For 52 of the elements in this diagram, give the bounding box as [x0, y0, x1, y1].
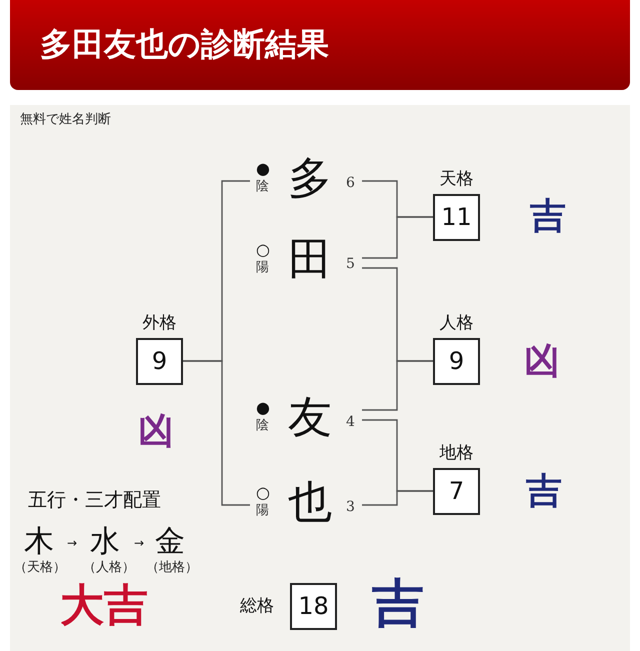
score-box	[433, 468, 480, 515]
score-heading: 総格	[240, 596, 274, 616]
yin-yang-mark: ○	[256, 242, 270, 258]
score-heading: 天格	[438, 169, 474, 189]
score-number: 9	[448, 346, 466, 377]
flow-arrow: →	[134, 536, 144, 550]
fortune-mark: 吉	[526, 470, 562, 512]
fortune-mark: 吉	[530, 195, 566, 237]
name-character: 友	[288, 391, 332, 445]
score-number: 11	[440, 202, 473, 233]
score-heading: 人格	[438, 313, 474, 333]
section-heading: 五行・三才配置	[28, 488, 161, 512]
yin-yang-label: 陽	[256, 260, 269, 275]
score-box	[433, 194, 480, 241]
title: 多田友也の診断結果	[40, 24, 329, 65]
stroke-count: 6	[346, 175, 355, 191]
element-note: （人格）	[83, 560, 135, 576]
element-character: 木	[24, 524, 54, 560]
yin-yang-label: 陰	[256, 418, 269, 433]
score-box	[433, 338, 480, 385]
bracket-line	[183, 360, 250, 506]
name-character: 多	[288, 152, 332, 206]
score-heading: 外格	[142, 313, 178, 333]
yin-yang-label: 陰	[256, 179, 269, 194]
score-box	[136, 338, 183, 385]
credit-text: 無料で姓名判断	[20, 112, 111, 128]
flow-arrow: →	[67, 536, 78, 550]
fortune-mark: 凶	[138, 410, 174, 452]
element-note: （地格）	[146, 560, 198, 576]
bracket-line	[362, 216, 433, 259]
yin-yang-mark: ●	[256, 161, 270, 177]
yin-yang-label: 陽	[256, 503, 269, 518]
stroke-count: 3	[346, 499, 355, 515]
name-character: 也	[288, 476, 332, 530]
fortune-mark: 凶	[524, 340, 560, 382]
bracket-line	[362, 360, 433, 411]
score-number: 18	[297, 591, 330, 622]
element-character: 水	[90, 524, 120, 560]
stroke-count: 4	[346, 414, 355, 430]
fortune-mark: 吉	[372, 575, 424, 633]
yin-yang-mark: ●	[256, 400, 270, 416]
name-character: 田	[288, 233, 332, 287]
score-number: 9	[150, 346, 168, 377]
element-character: 金	[155, 524, 185, 560]
stroke-count: 5	[346, 256, 355, 272]
score-box	[290, 583, 337, 630]
score-number: 7	[448, 476, 466, 507]
element-note: （天格）	[14, 560, 66, 576]
fortune-mark: 大吉	[60, 580, 148, 632]
score-heading: 地格	[438, 443, 474, 463]
bracket-line	[362, 490, 433, 506]
yin-yang-mark: ○	[256, 485, 270, 501]
